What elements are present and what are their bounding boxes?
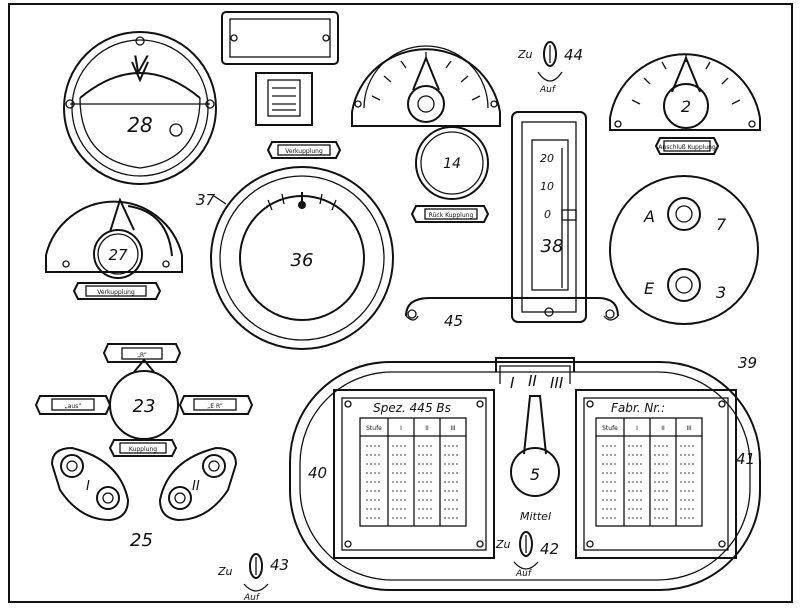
plate-27: Verkupplung [72,282,162,300]
plate-41: Fabr. Nr.: Stufe I II III 41 [575,389,755,559]
center-plate-text: Verkupplung [285,148,323,155]
roman-iii: III [550,374,564,392]
switch25-label-ii: II [192,479,200,494]
label-40: 40 [308,464,327,482]
switch-44-auf: Auf [539,85,557,95]
plate40-h1: I [400,425,402,432]
plate41-h2: II [661,425,665,432]
switch23-bottom-text: Kupplung [129,446,157,453]
plate40-h2: II [425,425,429,432]
label-38: 38 [541,236,564,257]
label-e: E [644,279,655,298]
plate40-h0: Stufe [366,425,382,432]
meter-27: 27 [45,197,183,279]
bracket-45: 45 [405,297,619,330]
top-nameplate [221,11,339,65]
plate40-h3: III [450,425,456,432]
jack-panel: A E 7 3 [609,175,759,325]
plate41-h1: I [636,425,638,432]
switch25-label-i: I [86,479,90,494]
label-41: 41 [736,450,755,468]
plate-center-small: Verkupplung [266,141,342,159]
plate41-h0: Stufe [602,425,618,432]
label-2: 2 [681,97,691,116]
scale-20: 20 [540,152,554,165]
plate41-h3: III [686,425,692,432]
label-7: 7 [716,215,727,234]
label-3: 3 [716,283,726,302]
label-37: 37 [196,191,216,209]
label-14: 14 [443,156,461,172]
thermometer-38: 20 10 0 38 [511,111,587,323]
label-36: 36 [291,250,314,271]
switch-42-auf: Auf [515,569,533,579]
dial-meter-2: 2 [609,53,761,131]
plate-14: Rück Kupplung [410,205,490,223]
dial-meter-14: 14 [351,45,501,200]
plate-40: Spez. 445 Bs Stufe I II III 40 [308,389,495,559]
roman-i: I [510,374,515,392]
plate-14-text: Rück Kupplung [429,212,474,219]
plate-2: Anschluß Kupplung [654,137,720,155]
big-frame-39: 39 [289,354,761,591]
drawing-frame [8,3,793,603]
selector-5: I II III 5 Mittel [495,357,575,523]
switch23-left-text: „aus” [65,403,82,410]
switch-43-zu: Zu [217,565,233,578]
label-23: 23 [133,396,156,417]
switch-43: Zu Auf 43 [217,553,289,603]
switch23-top-text: „R” [137,352,147,359]
plate-27-text: Verkupplung [97,289,135,296]
switch23-right-text: „E R” [207,403,223,410]
switch-43-auf: Auf [243,593,261,603]
label-a: A [643,207,655,226]
large-meter-36: 36 37 [196,166,394,350]
plate-2-text: Anschluß Kupplung [658,144,716,151]
switch-25-pair: I II 25 [50,446,238,551]
switch-42-zu: Zu [495,538,511,551]
label-39: 39 [738,354,757,372]
label-45: 45 [444,312,463,330]
label-42: 42 [540,540,559,558]
mittel-label: Mittel [520,510,551,523]
label-25: 25 [130,530,153,551]
scale-10: 10 [540,180,554,193]
switch-23-cluster: 23 „R” „aus” „E R” Kupplung [34,343,254,457]
roman-ii: II [528,372,537,390]
small-socket-plate [255,72,313,126]
scale-0: 0 [544,208,551,221]
plate-40-title: Spez. 445 Bs [373,401,451,415]
plate-41-title: Fabr. Nr.: [611,401,665,415]
switch-44: Zu Auf 44 [517,41,583,95]
label-28: 28 [127,113,152,137]
switch-42: Zu Auf 42 [495,531,559,579]
label-43: 43 [270,556,289,574]
switch-44-zu: Zu [517,48,533,61]
voltmeter-28: V 28 [63,31,217,185]
label-44: 44 [564,46,583,64]
label-27: 27 [108,246,128,264]
label-5: 5 [530,465,540,484]
voltmeter-symbol: V [132,53,149,78]
